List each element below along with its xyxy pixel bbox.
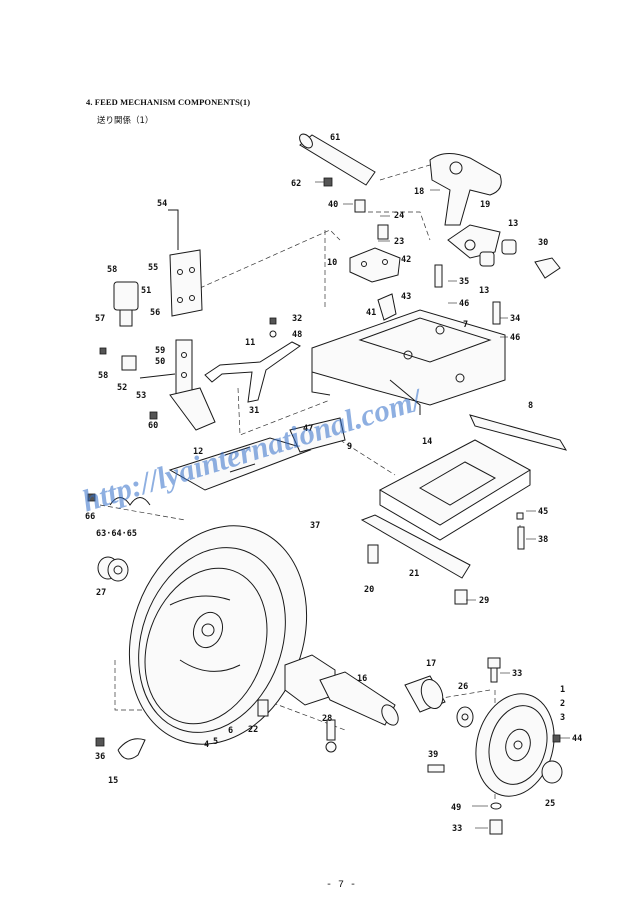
part-callout-label: 57: [95, 314, 105, 324]
shaft-8-part: [469, 414, 568, 451]
part-callout-label: 2: [560, 699, 565, 709]
part-callout-label: 28: [322, 714, 332, 724]
page-title: 4. FEED MECHANISM COMPONENTS(1): [86, 97, 251, 107]
part-callout-label: 1: [560, 685, 565, 695]
part-callout-label: 36: [95, 752, 105, 762]
crank-arm-18-part: [429, 153, 561, 279]
part-callout-label: 23: [394, 237, 404, 247]
block-10-part: [349, 199, 501, 325]
part-callout-label: 22: [248, 725, 258, 735]
cam-17-part: [404, 675, 446, 713]
part-callout-label: 19: [480, 200, 490, 210]
bracket-51-part: [99, 209, 216, 431]
part-callout-label: 46: [459, 299, 469, 309]
spring-63-65-part: [87, 493, 151, 506]
part-callout-label: 48: [292, 330, 302, 340]
part-callout-label: 37: [310, 521, 320, 531]
part-callout-label: 43: [401, 292, 411, 302]
part-callout-label: 51: [141, 286, 151, 296]
part-callout-label: 26: [458, 682, 468, 692]
feed-dog-base-14-part: [378, 439, 531, 550]
part-callout-label: 8: [528, 401, 533, 411]
part-callout-label: 47: [303, 424, 313, 434]
part-callout-label: 54: [157, 199, 167, 209]
part-callout-label: 16: [357, 674, 367, 684]
handwheel-part: [128, 525, 308, 745]
part-callout-label: 58: [98, 371, 108, 381]
part-callout-label: 60: [148, 421, 158, 431]
part-callout-label: 7: [463, 320, 468, 330]
part-callout-label: 39: [428, 750, 438, 760]
part-callout-label: 29: [479, 596, 489, 606]
part-callout-label: 6: [228, 726, 233, 736]
part-callout-label: 58: [107, 265, 117, 275]
part-callout-label: 14: [422, 437, 432, 447]
part-callout-label: 63·64·65: [96, 529, 137, 539]
part-callout-label: 34: [510, 314, 520, 324]
part-callout-label: 11: [245, 338, 255, 348]
part-callout-label: 40: [328, 200, 338, 210]
part-callout-label: 62: [291, 179, 301, 189]
wire-15-36-part: [95, 737, 146, 760]
collar-27-part: [97, 556, 129, 582]
part-callout-label: 13: [508, 219, 518, 229]
part-callout-label: 31: [249, 406, 259, 416]
part-callout-label: 52: [117, 383, 127, 393]
part-callout-label: 46: [510, 333, 520, 343]
part-callout-label: 41: [366, 308, 376, 318]
small-hardware-parts: [257, 657, 563, 835]
part-callout-label: 18: [414, 187, 424, 197]
part-callout-label: 3: [560, 713, 565, 723]
part-callout-label: 33: [512, 669, 522, 679]
part-callout-label: 13: [479, 286, 489, 296]
part-callout-label: 53: [136, 391, 146, 401]
part-callout-label: 12: [193, 447, 203, 457]
part-callout-label: 45: [538, 507, 548, 517]
part-callout-label: 38: [538, 535, 548, 545]
pulley-1-2-3-part: [475, 693, 555, 797]
part-callout-label: 59: [155, 346, 165, 356]
part-callout-label: 33: [452, 824, 462, 834]
part-callout-label: 56: [150, 308, 160, 318]
part-callout-label: 42: [401, 255, 411, 265]
shaft-16-part: [284, 654, 399, 726]
feed-plate-12-part: [168, 417, 346, 491]
part-callout-label: 10: [327, 258, 337, 268]
part-callout-label: 35: [459, 277, 469, 287]
part-callout-label: 55: [148, 263, 158, 273]
lever-11-part: [204, 317, 301, 403]
page-subtitle: 送り関係（1）: [97, 116, 154, 126]
link-21-part: [360, 514, 471, 605]
part-callout-label: 32: [292, 314, 302, 324]
collar-26-part: [456, 706, 474, 728]
part-callout-label: 61: [330, 133, 340, 143]
part-callout-label: 27: [96, 588, 106, 598]
callout-leader-lines: [315, 181, 570, 829]
part-callout-label: 49: [451, 803, 461, 813]
part-callout-label: 17: [426, 659, 436, 669]
part-callout-label: 4: [204, 740, 209, 750]
part-callout-label: 21: [409, 569, 419, 579]
part-callout-label: 44: [572, 734, 582, 744]
part-callout-label: 30: [538, 238, 548, 248]
part-callout-label: 9: [347, 442, 352, 452]
part-callout-label: 5: [213, 737, 218, 747]
page-number: - 7 -: [326, 880, 357, 891]
part-callout-label: 24: [394, 211, 404, 221]
part-callout-label: 20: [364, 585, 374, 595]
shaft-61-part: [299, 133, 376, 187]
part-callout-label: 66: [85, 512, 95, 522]
part-callout-label: 15: [108, 776, 118, 786]
feed-base-7-part: [311, 293, 506, 415]
part-callout-label: 25: [545, 799, 555, 809]
part-callout-label: 50: [155, 357, 165, 367]
